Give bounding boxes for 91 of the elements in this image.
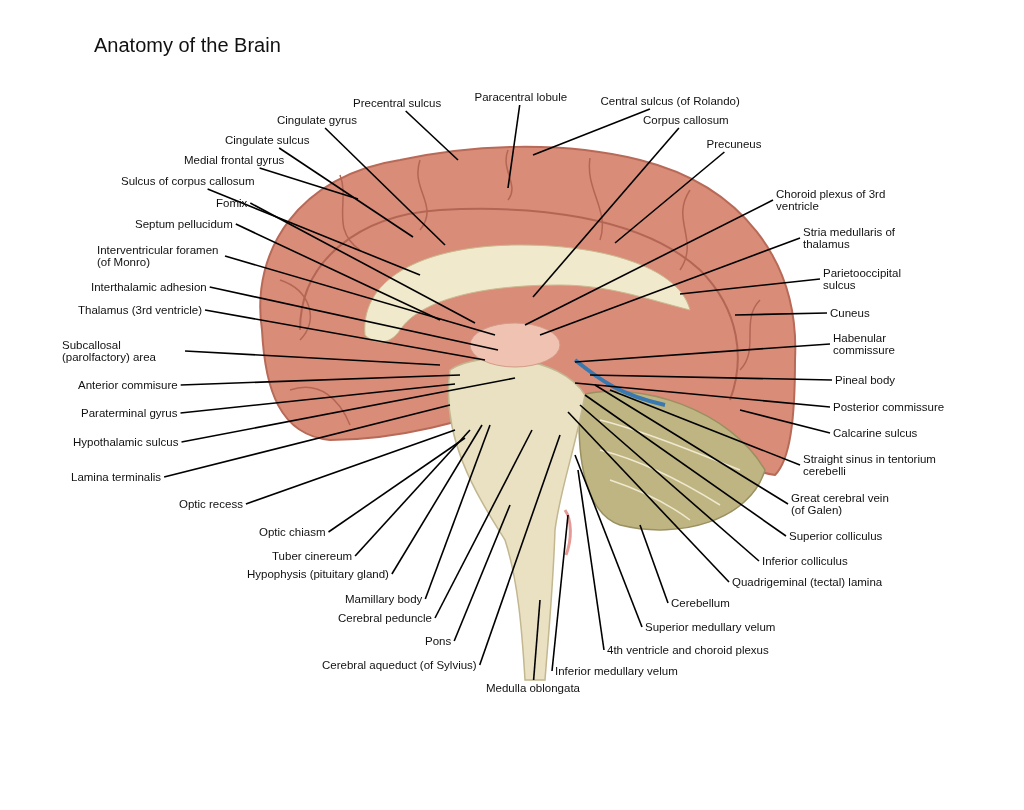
part-label: Cerebral aqueduct (of Sylvius) [322,659,477,671]
leader-line [584,394,787,537]
leader-line [574,343,831,363]
part-label: Optic recess [179,498,243,510]
part-label: Subcallosal (parolfactory) area [62,339,182,363]
leader-line [224,255,496,336]
leader-line [524,199,774,326]
leader-line [609,389,801,466]
leader-line [679,278,821,295]
leader-line [258,167,359,200]
leader-line [235,223,441,321]
part-label: Superior colliculus [789,530,883,542]
leader-line [539,237,801,336]
leader-line [208,286,499,351]
leader-line [532,127,680,298]
part-label: Choroid plexus of 3rd ventricle [776,188,896,212]
leader-line [278,147,414,238]
leader-line [434,429,533,619]
part-label: Cerebral peduncle [338,612,432,624]
part-label: Pineal body [835,374,896,386]
part-label: Stria medullaris of thalamus [803,226,913,250]
leader-line [594,384,789,505]
part-label: Mamillary body [345,593,423,605]
part-label: Corpus callosum [643,114,729,126]
part-label: Cingulate gyrus [277,114,357,126]
part-label: Pons [425,635,452,647]
leader-line [180,377,516,443]
leader-line [478,434,561,666]
leader-line [327,437,466,533]
leader-line [639,524,669,604]
leader-line [574,382,831,408]
part-label: Parietooccipital sulcus [823,267,903,291]
part-label: Hypophysis (pituitary gland) [247,568,389,580]
leader-line [579,404,760,562]
leader-line [532,108,651,156]
leader-line [577,469,605,651]
part-label: Medulla oblongata [486,682,580,694]
part-label: Fomix [216,197,248,209]
part-label: Calcarine sulcus [833,427,918,439]
leader-line [734,312,828,316]
leader-line [507,104,521,189]
part-label: Posterior commissure [833,401,945,413]
leader-line [324,127,446,246]
part-label: Straight sinus in tentorium cerebelli [803,453,943,477]
part-label: Cingulate sulcus [225,134,310,146]
part-label: Precentral sulcus [353,97,442,109]
part-label: Thalamus (3rd ventricle) [78,304,202,316]
leader-line [453,504,511,642]
leader-line [245,429,456,505]
part-label: Habenular commissure [833,332,913,356]
leader-line [551,514,569,672]
leader-line [739,409,831,434]
leader-line [424,424,491,600]
leader-line [204,309,486,361]
part-label: Superior medullary velum [645,621,776,633]
leader-line [574,454,643,628]
part-label: Tuber cinereum [272,550,353,562]
part-label: Interthalamic adhesion [91,281,207,293]
part-label: Paraterminal gyrus [81,407,178,419]
part-label: Precuneus [706,138,762,150]
leader-line [589,374,833,381]
leader-line [179,374,461,386]
leader-line [249,202,476,324]
leader-line [163,404,451,478]
leader-line [614,151,726,244]
leader-line [567,411,730,583]
part-label: Central sulcus (of Rolando) [600,95,740,107]
leader-line [391,424,483,575]
part-label: Lamina terminalis [71,471,162,483]
part-label: 4th ventricle and choroid plexus [607,644,769,656]
part-label: Sulcus of corpus callosum [121,175,255,187]
part-label: Medial frontal gyrus [184,154,285,166]
part-label: Optic chiasm [259,526,326,538]
leader-line [184,350,441,366]
diagram-title: Anatomy of the Brain [94,34,281,57]
part-label: Great cerebral vein (of Galen) [791,492,901,516]
part-label: Quadrigeminal (tectal) lamina [732,576,883,588]
part-label: Hypothalamic sulcus [73,436,179,448]
leader-line [206,188,421,276]
leader-line [354,429,471,557]
leader-line [404,110,459,161]
part-label: Inferior medullary velum [555,665,678,677]
leader-line [532,599,541,681]
part-label: Cuneus [830,307,870,319]
part-label: Paracentral lobule [474,91,568,103]
part-label: Interventricular foramen (of Monro) [97,244,222,268]
part-label: Inferior colliculus [762,555,848,567]
part-label: Cerebellum [671,597,730,609]
leader-line [179,383,456,414]
part-label: Septum pellucidum [135,218,233,230]
part-label: Anterior commisure [78,379,178,391]
